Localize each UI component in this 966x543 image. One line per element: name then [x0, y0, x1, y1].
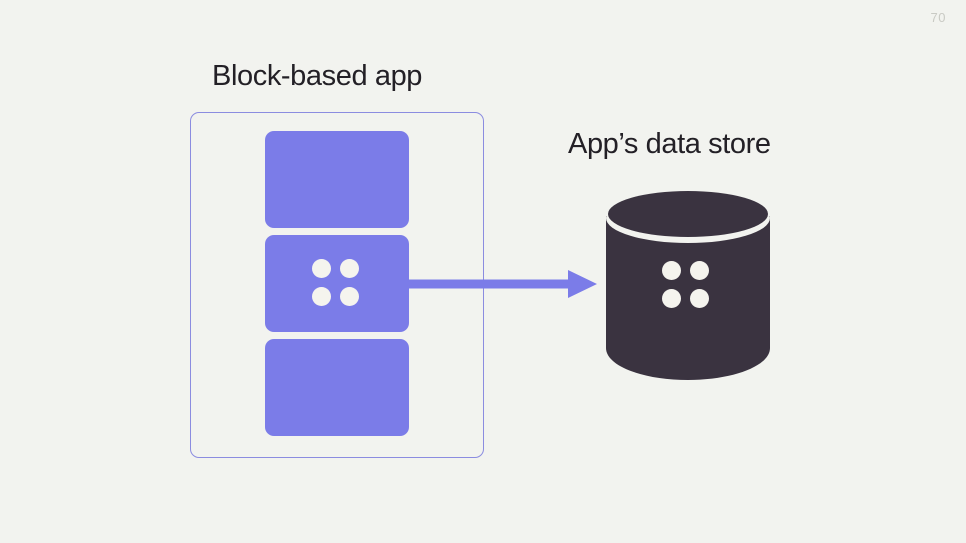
dot-top-left	[312, 259, 331, 278]
database-cylinder-icon	[606, 191, 770, 380]
dot-top-left	[662, 261, 681, 280]
arrow-right-icon	[405, 270, 597, 298]
dot-bottom-right	[340, 287, 359, 306]
app-block-3	[265, 339, 409, 436]
app-data-store-title: App’s data store	[568, 128, 771, 160]
page-number: 70	[930, 10, 946, 25]
four-dots-icon	[662, 261, 710, 309]
four-dots-icon	[312, 259, 360, 307]
dot-top-right	[690, 261, 709, 280]
app-block-1	[265, 131, 409, 228]
dot-bottom-left	[312, 287, 331, 306]
dot-top-right	[340, 259, 359, 278]
dot-bottom-left	[662, 289, 681, 308]
app-block-2	[265, 235, 409, 332]
block-based-app-title: Block-based app	[212, 60, 423, 92]
dot-bottom-right	[690, 289, 709, 308]
